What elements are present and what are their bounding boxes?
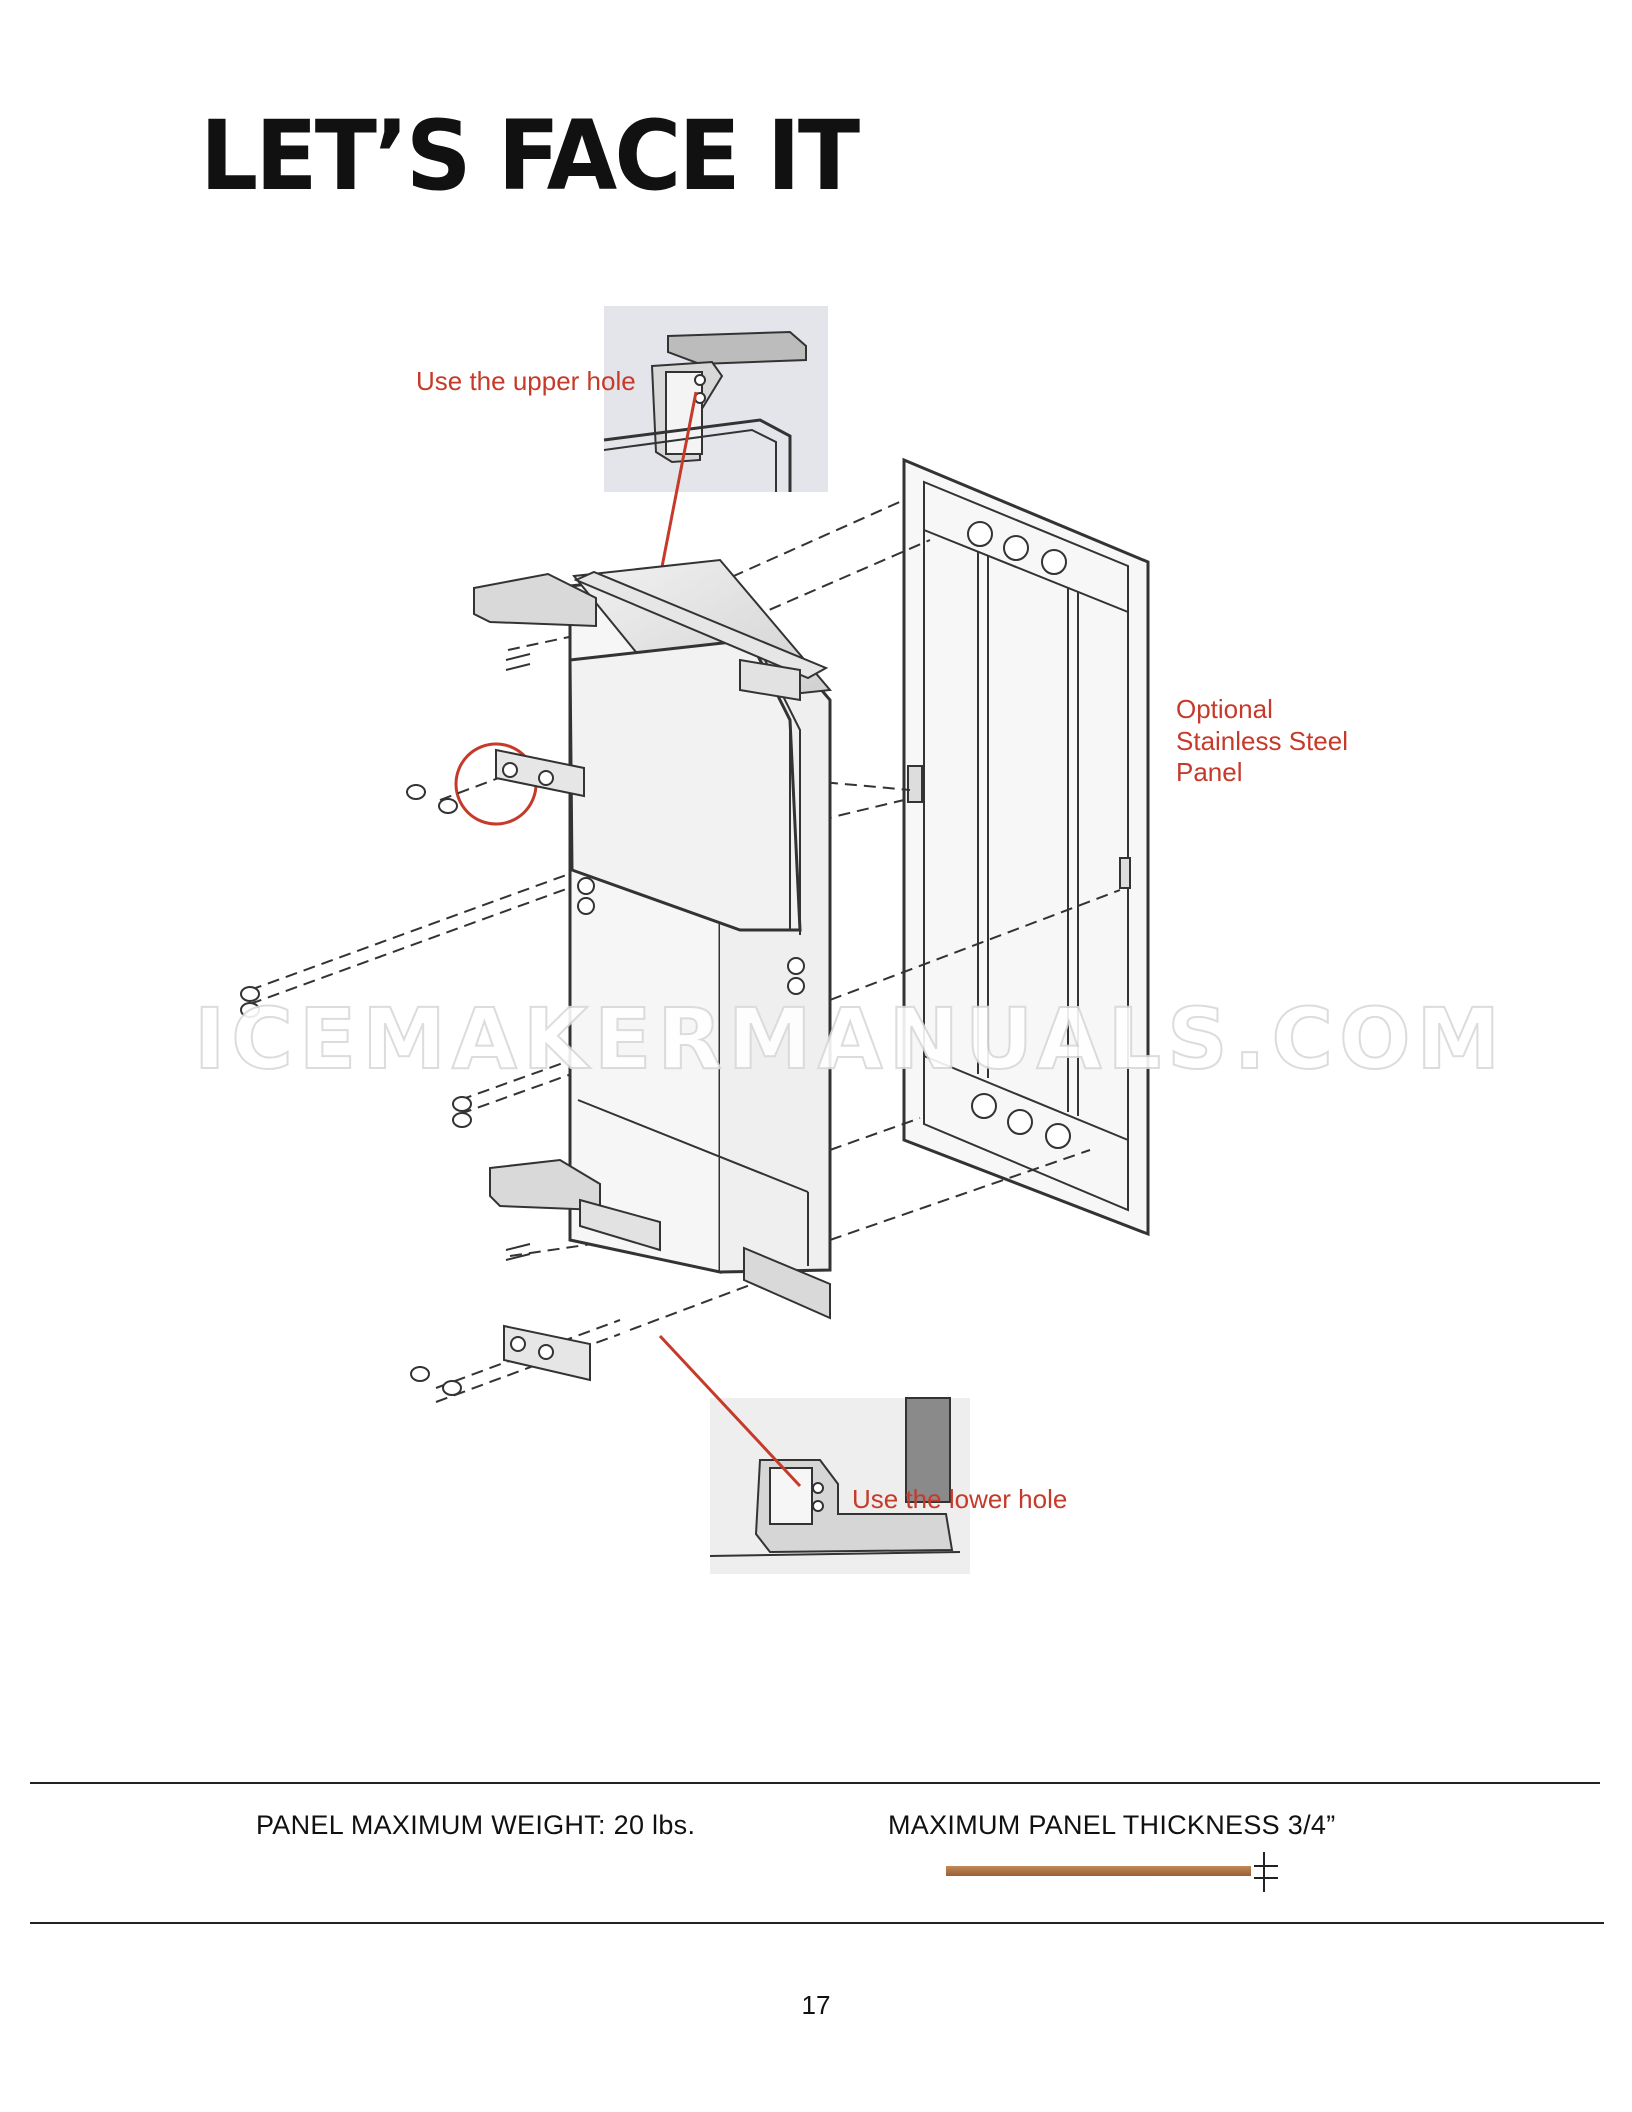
optional-panel-callout-line3: Panel bbox=[1176, 757, 1243, 788]
optional-panel-callout: Optional Stainless Steel Panel bbox=[1176, 694, 1348, 789]
screws-and-caps bbox=[240, 653, 531, 1396]
watermark: ICEMAKERMANUALS.COM bbox=[193, 989, 1507, 1089]
optional-panel-callout-line2: Stainless Steel bbox=[1176, 725, 1348, 756]
upper-hole-detail-inset bbox=[603, 306, 828, 492]
lower-handle-bracket bbox=[503, 1324, 591, 1382]
optional-panel-callout-line1: Optional bbox=[1176, 694, 1273, 724]
thickness-marker bbox=[1254, 1852, 1278, 1892]
max-weight-spec: PANEL MAXIMUM WEIGHT: 20 lbs. bbox=[256, 1810, 696, 1840]
spec-bottom-rule bbox=[30, 1922, 1604, 1924]
alignment-lines bbox=[249, 499, 1121, 1403]
page-number: 17 bbox=[801, 1990, 831, 2020]
panel-thickness-board bbox=[946, 1866, 1251, 1876]
top-trim-strip bbox=[573, 570, 829, 680]
lower-hole-detail-inset bbox=[709, 1397, 970, 1574]
lower-hole-callout: Use the lower hole bbox=[852, 1484, 1068, 1514]
max-thickness-spec: MAXIMUM PANEL THICKNESS 3/4” bbox=[888, 1810, 1336, 1840]
upper-hole-callout: Use the upper hole bbox=[416, 366, 636, 396]
top-hinge-bracket bbox=[473, 572, 801, 702]
upper-handle-bracket bbox=[495, 748, 585, 798]
spec-top-rule bbox=[30, 1782, 1600, 1784]
page-title: LET’S FACE IT bbox=[200, 100, 860, 212]
bottom-hinge-bracket bbox=[489, 1158, 831, 1320]
stainless-steel-panel-frame bbox=[902, 457, 1150, 1237]
ice-maker-cabinet bbox=[568, 558, 832, 1274]
